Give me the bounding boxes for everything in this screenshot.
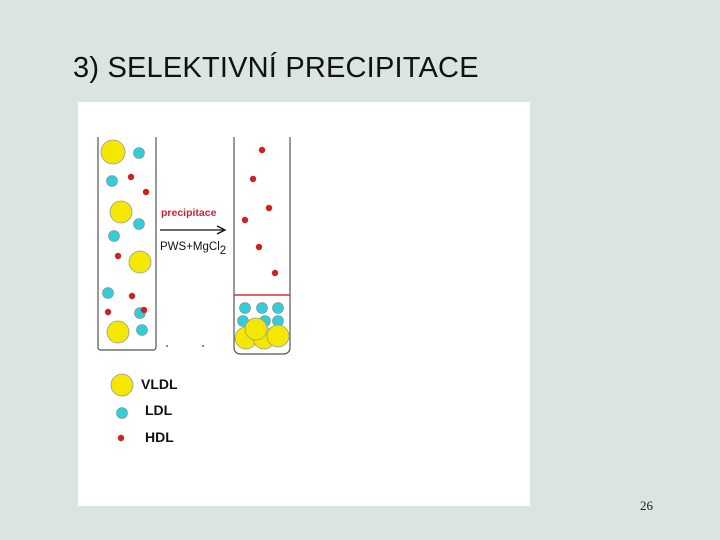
arrow-label-bottom: PWS+MgCl2	[160, 241, 226, 257]
large-yellow-circle-icon	[110, 373, 134, 397]
left-tube	[97, 137, 157, 351]
hdl-particle	[241, 216, 249, 224]
legend-label-vldl: VLDL	[141, 376, 178, 392]
ldl-particle	[102, 287, 114, 299]
ldl-particle	[133, 218, 145, 230]
hdl-particle	[249, 175, 257, 183]
vldl-particle	[266, 324, 290, 348]
hdl-particle	[114, 252, 122, 260]
hdl-particle	[265, 204, 273, 212]
right-tube	[233, 137, 291, 355]
left-tube-particles	[100, 139, 152, 344]
figure-panel: precipitace PWS+MgCl2	[78, 102, 530, 506]
hdl-particle	[255, 243, 263, 251]
slide-title: 3) SELEKTIVNÍ PRECIPITACE	[73, 52, 479, 84]
vldl-particle	[244, 317, 268, 341]
hdl-particle	[258, 146, 266, 154]
medium-cyan-circle-icon	[116, 407, 128, 419]
legend-label-hdl: HDL	[145, 429, 174, 445]
ldl-particle	[133, 147, 145, 159]
stray-dot	[202, 345, 204, 347]
ldl-particle	[239, 302, 251, 314]
small-red-circle-icon	[117, 434, 125, 442]
page-number: 26	[640, 498, 653, 513]
vldl-particle	[109, 200, 133, 224]
precipitation-diagram: precipitace PWS+MgCl2	[97, 137, 291, 445]
ldl-particle	[106, 175, 118, 187]
hdl-particle	[142, 188, 150, 196]
ldl-particle	[108, 230, 120, 242]
hdl-particle	[271, 269, 279, 277]
hdl-particle	[104, 308, 112, 316]
hdl-particle	[140, 306, 148, 314]
ldl-particle	[136, 324, 148, 336]
vldl-particle	[100, 139, 126, 165]
hdl-particle	[127, 173, 135, 181]
reaction-arrowhead	[216, 225, 227, 235]
ldl-particle	[256, 302, 268, 314]
vldl-particle	[128, 250, 152, 274]
legend-label-ldl: LDL	[145, 402, 173, 418]
hdl-particle	[128, 292, 136, 300]
right-tube-particles	[234, 146, 290, 350]
stray-dot	[166, 345, 168, 347]
vldl-particle	[106, 320, 130, 344]
ldl-particle	[272, 302, 284, 314]
arrow-label-top: precipitace	[161, 207, 217, 219]
legend: VLDL LDL HDL	[110, 373, 178, 445]
